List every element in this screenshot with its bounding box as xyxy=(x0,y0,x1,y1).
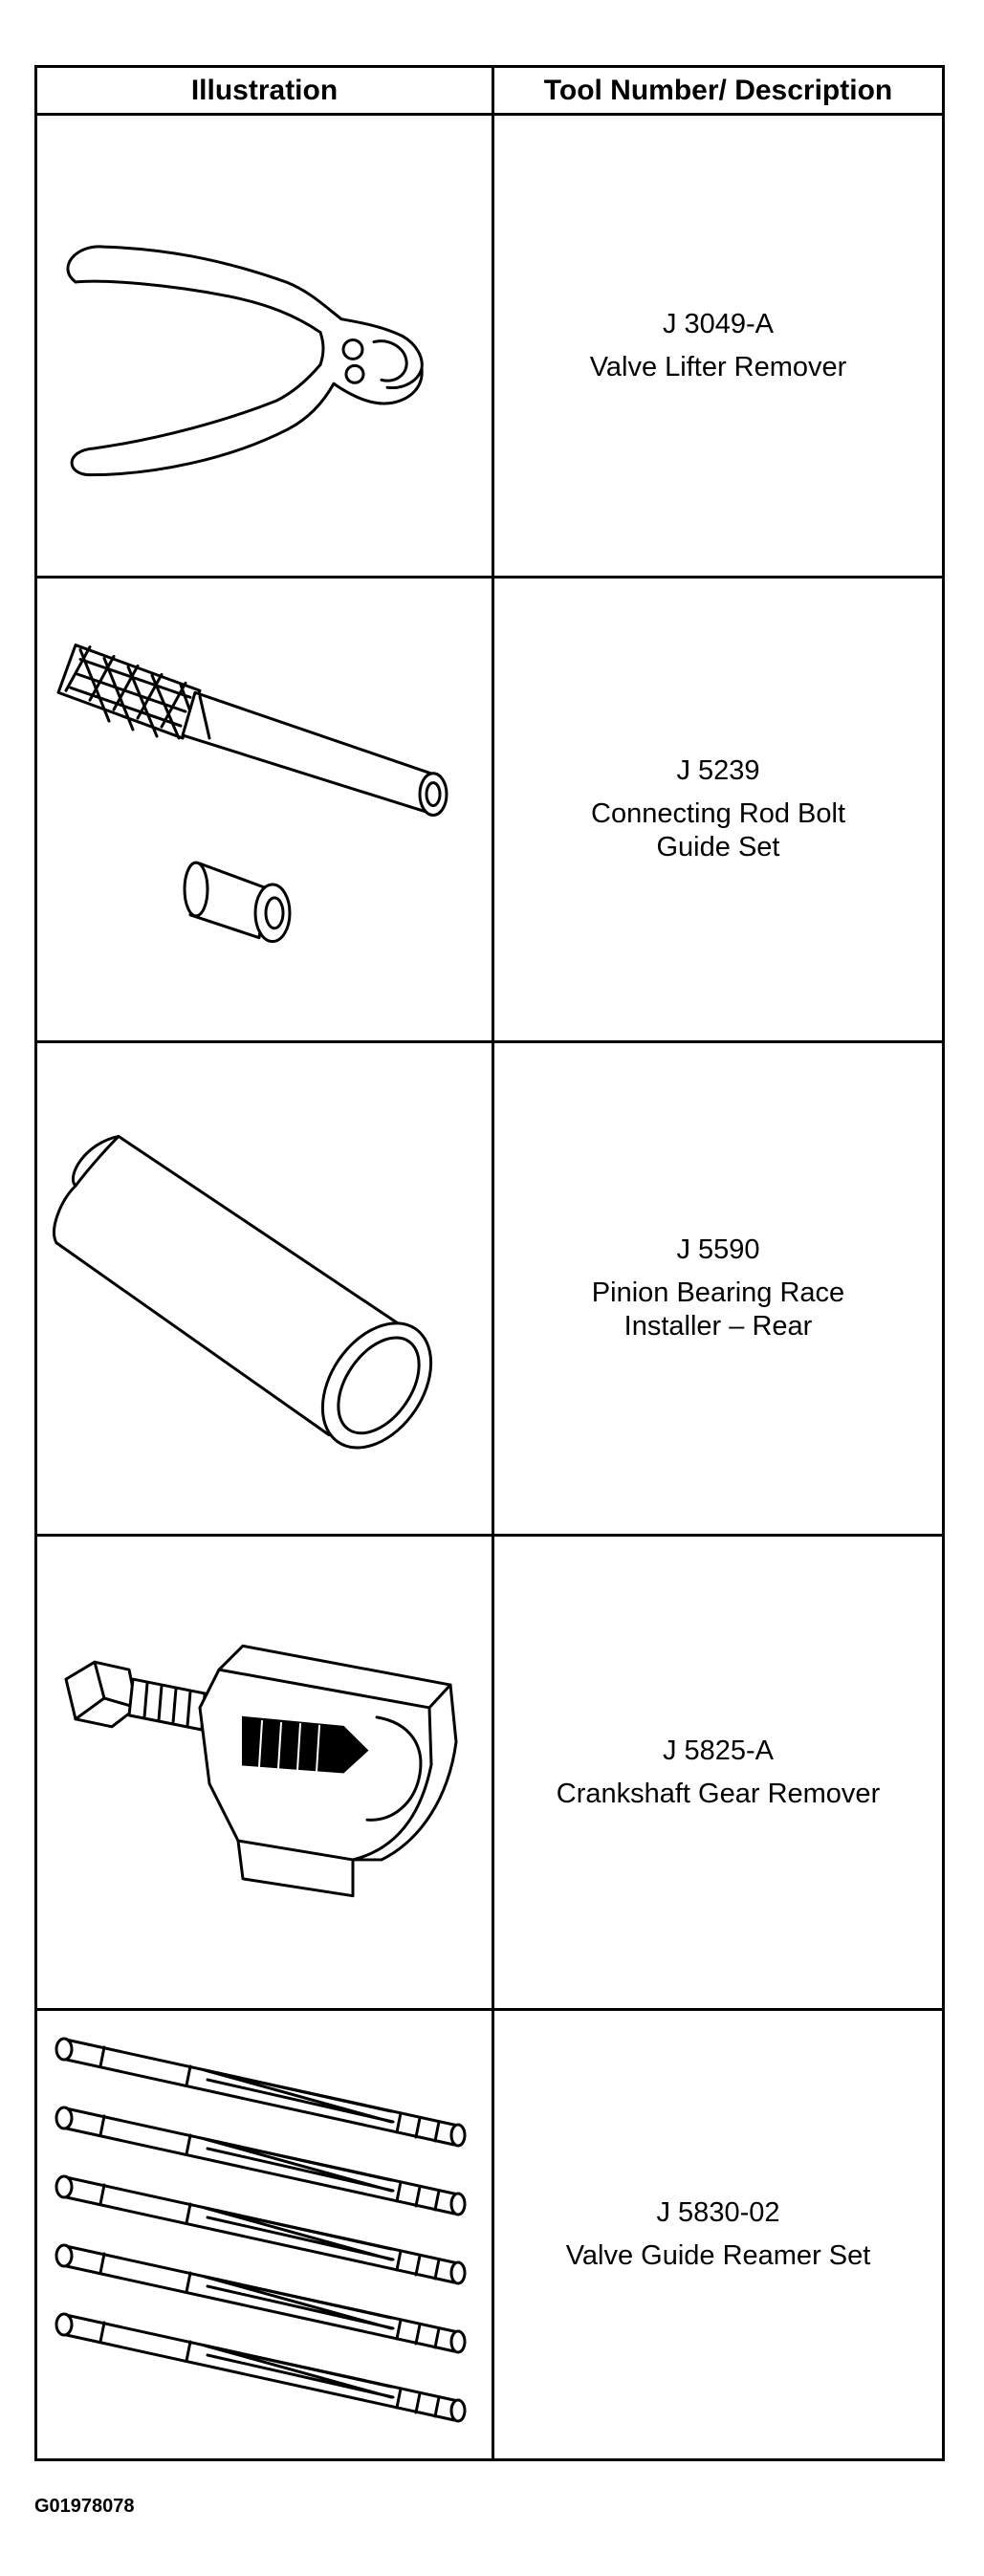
table-row: J 5590 Pinion Bearing Race Installer – R… xyxy=(37,1043,942,1537)
table-row: J 5239 Connecting Rod Bolt Guide Set xyxy=(37,579,942,1043)
illustration-header: Illustration xyxy=(37,68,494,113)
illustration-cell xyxy=(37,116,494,576)
table-row: J 5830-02 Valve Guide Reamer Set xyxy=(37,2011,942,2458)
illustration-cell xyxy=(37,2011,494,2458)
illustration-cell xyxy=(37,579,494,1040)
tool-description: Valve Lifter Remover xyxy=(589,351,847,382)
tool-number: J 5239 xyxy=(676,755,760,787)
tool-description: Crankshaft Gear Remover xyxy=(556,1778,881,1809)
gear-puller-icon xyxy=(64,1644,458,1898)
tool-description-cell: J 5590 Pinion Bearing Race Installer – R… xyxy=(494,1043,942,1534)
tool-table: Illustration Tool Number/ Description xyxy=(34,65,945,2461)
tool-number: J 5830-02 xyxy=(656,2197,780,2229)
tool-description-cell: J 5239 Connecting Rod Bolt Guide Set xyxy=(494,579,942,1040)
tool-number: J 5825-A xyxy=(662,1735,775,1766)
tool-number: J 5590 xyxy=(676,1234,760,1266)
reamer-set-icon xyxy=(55,2037,467,2423)
tool-description-cell: J 5825-A Crankshaft Gear Remover xyxy=(494,1537,942,2008)
tool-description: Connecting Rod Bolt Guide Set xyxy=(591,798,845,862)
tool-header: Tool Number/ Description xyxy=(543,74,893,106)
illustration-cell xyxy=(37,1043,494,1534)
table-row: J 3049-A Valve Lifter Remover xyxy=(37,116,942,579)
tool-description: Pinion Bearing Race Installer – Rear xyxy=(591,1277,845,1342)
tool-description-cell: J 5830-02 Valve Guide Reamer Set xyxy=(494,2011,942,2458)
figure-id: G01978078 xyxy=(34,2496,135,2517)
tool-description: Valve Guide Reamer Set xyxy=(565,2240,871,2271)
table-header: Illustration Tool Number/ Description xyxy=(37,68,942,116)
tool-number: J 3049-A xyxy=(662,308,775,339)
bolt-guide-icon xyxy=(56,644,448,944)
illustration-cell xyxy=(37,1537,494,2008)
tool-description-cell: J 3049-A Valve Lifter Remover xyxy=(494,116,942,576)
table-row: J 5825-A Crankshaft Gear Remover xyxy=(37,1537,942,2011)
pliers-icon xyxy=(66,245,424,477)
race-installer-icon xyxy=(53,1134,433,1450)
